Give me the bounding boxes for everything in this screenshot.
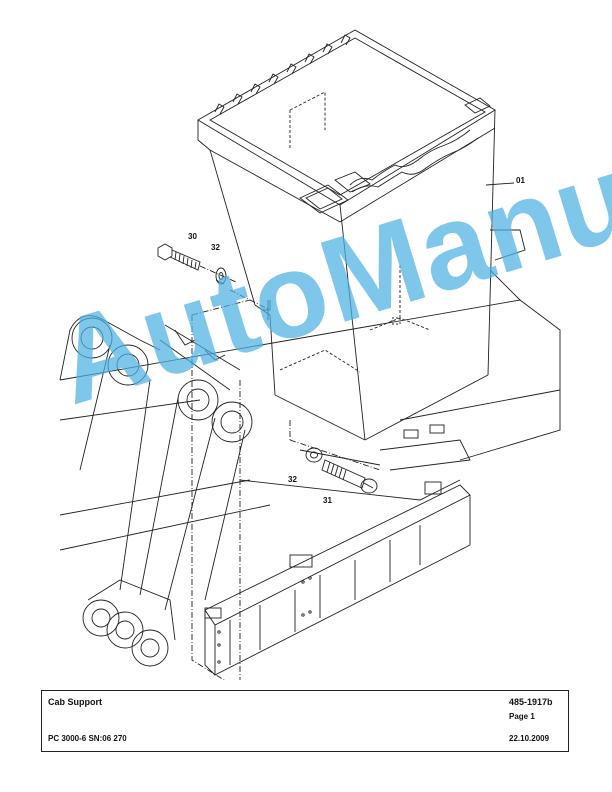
drawing-title: Cab Support [48, 697, 102, 707]
callout-31: 31 [323, 496, 332, 505]
alignment-lines [191, 289, 381, 680]
side-beam [204, 481, 471, 676]
bolt-31 [321, 459, 378, 494]
callout-01: 01 [516, 176, 525, 185]
washer-32-top [215, 267, 227, 285]
cab-support-box [197, 29, 515, 441]
callout-32-top: 32 [211, 243, 220, 252]
exploded-parts-drawing [59, 29, 561, 680]
title-block: Cab Support 485-1917b Page 1 PC 3000-6 S… [41, 690, 569, 752]
callout-32-bottom: 32 [288, 475, 297, 484]
bolt-30 [157, 243, 237, 283]
page-number: Page 1 [509, 712, 535, 721]
platform-frame [59, 229, 561, 551]
machine-model-serial: PC 3000-6 SN:06 270 [48, 734, 127, 743]
washer-32-bottom [305, 447, 323, 463]
boom-structure [59, 315, 253, 667]
drawing-number: 485-1917b [509, 697, 553, 707]
drawing-date: 22.10.2009 [509, 734, 550, 743]
callout-30: 30 [188, 232, 197, 241]
